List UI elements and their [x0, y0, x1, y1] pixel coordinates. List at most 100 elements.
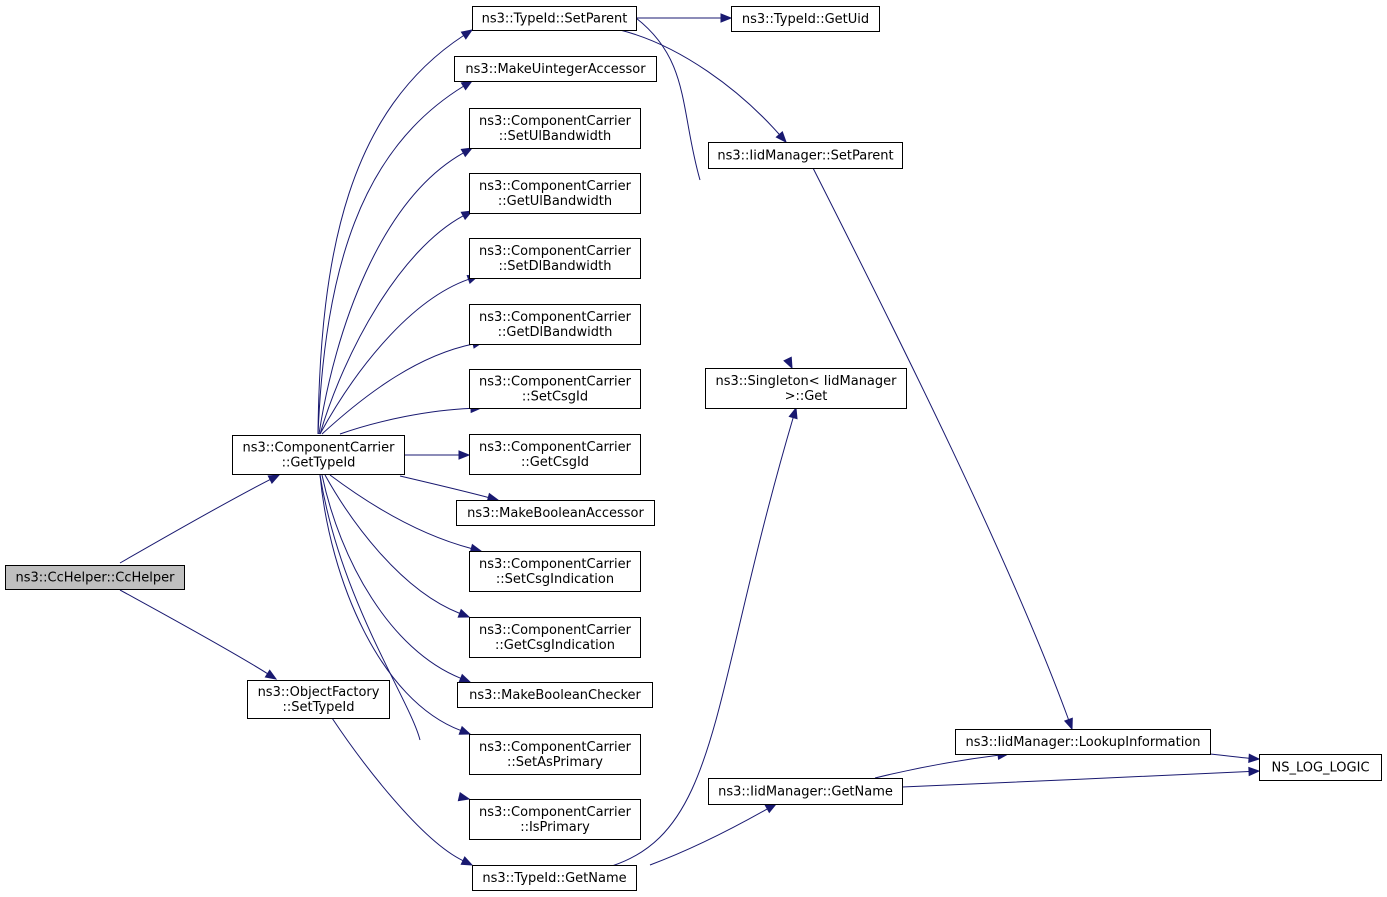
- node-box[interactable]: [472, 865, 637, 891]
- node-make_uint_acc[interactable]: ns3::MakeUintegerAccessor: [454, 56, 657, 82]
- edge-line: [318, 152, 464, 435]
- edge-tid_setparent-to-singleton_get: [635, 17, 793, 370]
- node-cc_getcsgid[interactable]: ns3::ComponentCarrier::GetCsgId: [469, 434, 641, 475]
- node-label-line: ::SetCsgIndication: [496, 572, 614, 587]
- edge-line: [317, 85, 464, 435]
- node-cc_setcsgid[interactable]: ns3::ComponentCarrier::SetCsgId: [469, 369, 641, 409]
- node-box[interactable]: [469, 173, 641, 214]
- edge-iid_getname-to-iid_lookup: [874, 750, 1010, 779]
- edge-cc_gettypeid-to-cc_setdl: [319, 275, 480, 435]
- node-ns_log_logic[interactable]: NS_LOG_LOGIC: [1259, 754, 1382, 781]
- node-cc_gettypeid[interactable]: ns3::ComponentCarrier::GetTypeId: [232, 435, 405, 475]
- node-box[interactable]: [469, 108, 641, 149]
- node-label-line: ns3::TypeId::SetParent: [482, 12, 628, 27]
- node-make_bool_acc[interactable]: ns3::MakeBooleanAccessor: [456, 500, 655, 526]
- node-tid_setparent[interactable]: ns3::TypeId::SetParent: [472, 6, 637, 31]
- node-label-line: ns3::MakeBooleanAccessor: [467, 506, 644, 521]
- node-cc_setasprimary[interactable]: ns3::ComponentCarrier::SetAsPrimary: [469, 734, 641, 775]
- edge-arrowhead: [458, 725, 472, 735]
- edge-tid_getname-to-singleton_get: [611, 406, 798, 867]
- node-cchelper[interactable]: ns3::CcHelper::CcHelper: [5, 565, 185, 590]
- node-of_settypeid[interactable]: ns3::ObjectFactory::SetTypeId: [247, 680, 390, 719]
- node-label-line: ::GetCsgId: [521, 455, 589, 470]
- node-label-line: NS_LOG_LOGIC: [1271, 761, 1369, 776]
- edge-iid_getname-to-ns_log_logic: [901, 766, 1261, 788]
- node-box[interactable]: [232, 435, 405, 475]
- node-make_bool_chk[interactable]: ns3::MakeBooleanChecker: [457, 682, 653, 708]
- node-box[interactable]: [708, 778, 903, 805]
- node-box[interactable]: [247, 680, 390, 719]
- node-cc_getcsgind[interactable]: ns3::ComponentCarrier::GetCsgIndication: [469, 617, 641, 658]
- edge-arrowhead: [264, 669, 278, 680]
- edge-cc_gettypeid-to-cc_setcsgind: [329, 474, 483, 553]
- node-label-line: ::GetTypeId: [282, 456, 356, 471]
- node-iid_lookup[interactable]: ns3::IidManager::LookupInformation: [955, 729, 1211, 755]
- node-box[interactable]: [457, 682, 653, 708]
- node-iid_setparent[interactable]: ns3::IidManager::SetParent: [708, 142, 903, 169]
- node-label-line: ns3::ComponentCarrier: [479, 310, 632, 325]
- node-box[interactable]: [469, 734, 641, 775]
- node-label-line: ns3::TypeId::GetName: [482, 871, 626, 886]
- node-label-line: ns3::ComponentCarrier: [479, 557, 632, 572]
- edge-arrowhead: [1248, 766, 1261, 777]
- node-cc_isprimary[interactable]: ns3::ComponentCarrier::IsPrimary: [469, 799, 641, 840]
- node-label-line: ::GetUlBandwidth: [498, 194, 612, 209]
- node-box[interactable]: [705, 368, 907, 409]
- edge-arrowhead: [458, 450, 471, 460]
- node-box[interactable]: [708, 142, 903, 169]
- edge-arrowhead: [1063, 717, 1073, 731]
- node-box[interactable]: [955, 729, 1211, 755]
- edge-arrowhead: [460, 147, 474, 158]
- edge-line: [901, 770, 1250, 788]
- edge-arrowhead: [788, 406, 798, 420]
- edge-line: [339, 407, 472, 435]
- edge-cc_gettypeid-to-cc_setcsgid: [339, 403, 483, 435]
- node-box[interactable]: [469, 304, 641, 345]
- node-label-line: ::SetTypeId: [282, 700, 354, 715]
- node-box[interactable]: [469, 551, 641, 592]
- node-box[interactable]: [469, 238, 641, 279]
- node-label-line: ::SetUlBandwidth: [499, 129, 611, 144]
- node-label-line: ns3::CcHelper::CcHelper: [16, 571, 176, 586]
- edge-line: [399, 475, 489, 498]
- node-iid_getname[interactable]: ns3::IidManager::GetName: [708, 778, 903, 805]
- node-label-line: ns3::MakeBooleanChecker: [469, 688, 641, 703]
- edge-cc_gettypeid-to-cc_getul: [319, 210, 474, 435]
- node-cc_setul[interactable]: ns3::ComponentCarrier::SetUlBandwidth: [469, 108, 641, 149]
- node-box[interactable]: [454, 56, 657, 82]
- node-tid_getname[interactable]: ns3::TypeId::GetName: [472, 865, 637, 891]
- node-singleton_get[interactable]: ns3::Singleton< IidManager>::Get: [705, 368, 907, 409]
- node-box[interactable]: [469, 369, 641, 409]
- edge-arrowhead: [720, 13, 733, 23]
- node-label-line: ns3::MakeUintegerAccessor: [465, 62, 646, 77]
- node-box[interactable]: [731, 6, 880, 32]
- node-label-line: ns3::ComponentCarrier: [479, 179, 632, 194]
- node-label-line: ns3::ComponentCarrier: [479, 805, 632, 820]
- nodes-layer: ns3::CcHelper::CcHelperns3::ComponentCar…: [5, 6, 1382, 891]
- node-cc_setcsgind[interactable]: ns3::ComponentCarrier::SetCsgIndication: [469, 551, 641, 592]
- node-label-line: ns3::ComponentCarrier: [479, 114, 632, 129]
- edge-cchelper-to-cc_gettypeid: [119, 474, 281, 564]
- node-label-line: ns3::TypeId::GetUid: [742, 12, 869, 27]
- node-box[interactable]: [1259, 754, 1382, 781]
- edge-line: [319, 278, 469, 435]
- node-label-line: ::SetCsgId: [522, 390, 588, 405]
- edge-cc_gettypeid-to-cc_getcsgind: [324, 474, 471, 618]
- node-box[interactable]: [469, 799, 641, 840]
- edge-line: [319, 474, 421, 741]
- node-cc_getdl[interactable]: ns3::ComponentCarrier::GetDlBandwidth: [469, 304, 641, 345]
- node-box[interactable]: [456, 500, 655, 526]
- edge-line: [611, 417, 794, 867]
- edge-arrowhead: [457, 792, 471, 802]
- node-label-line: ::GetCsgIndication: [495, 638, 615, 653]
- node-box[interactable]: [5, 565, 185, 590]
- node-tid_getuid[interactable]: ns3::TypeId::GetUid: [731, 6, 880, 32]
- node-cc_getul[interactable]: ns3::ComponentCarrier::GetUlBandwidth: [469, 173, 641, 214]
- node-box[interactable]: [472, 6, 637, 31]
- node-box[interactable]: [469, 434, 641, 475]
- edge-arrowhead: [775, 130, 787, 144]
- edge-line: [649, 808, 768, 866]
- node-box[interactable]: [469, 617, 641, 658]
- node-cc_setdl[interactable]: ns3::ComponentCarrier::SetDlBandwidth: [469, 238, 641, 279]
